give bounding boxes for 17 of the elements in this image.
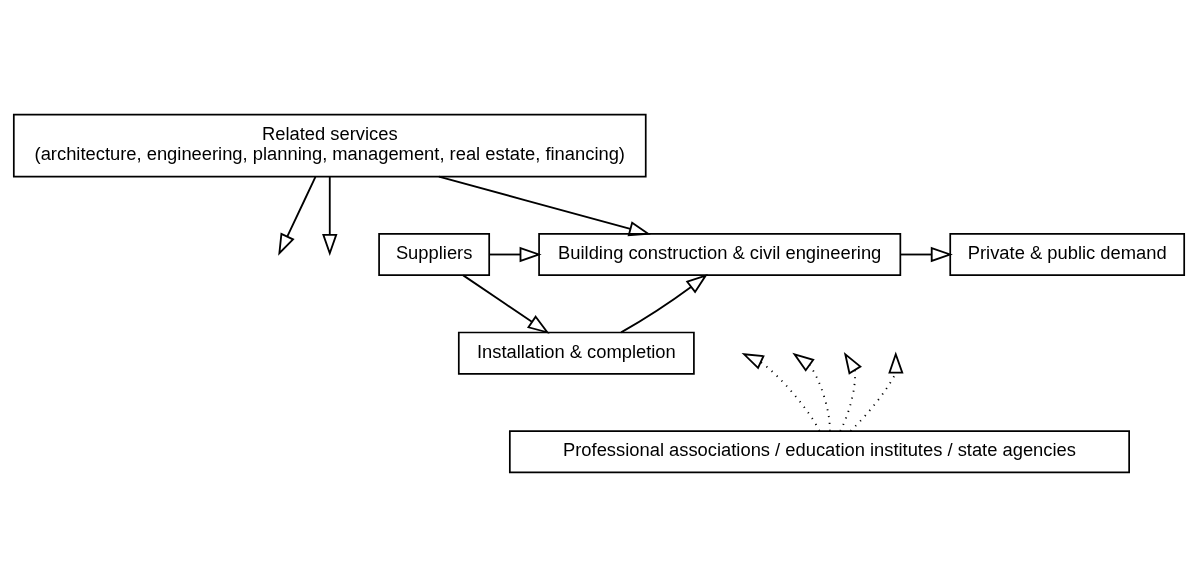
arrow <box>792 352 831 432</box>
node-box: Related services (architecture, engineering, planning, management, real estate, financing) <box>12 113 647 177</box>
arrow <box>620 273 708 333</box>
arrow <box>488 246 542 262</box>
node-box: Installation & completion <box>457 331 695 375</box>
node-box: Private & public demand <box>949 232 1186 276</box>
node-box: Building construction & civil engineering <box>538 232 902 276</box>
arrow <box>899 246 953 262</box>
node-box: Professional associations / education institutes / state agencies <box>508 429 1130 473</box>
node-box: Suppliers <box>378 232 491 276</box>
arrow <box>322 175 338 256</box>
arrow <box>438 175 651 236</box>
arrow <box>839 351 862 432</box>
arrow <box>849 351 904 432</box>
arrow <box>278 175 317 256</box>
arrow <box>462 273 550 334</box>
arrow <box>741 352 821 432</box>
